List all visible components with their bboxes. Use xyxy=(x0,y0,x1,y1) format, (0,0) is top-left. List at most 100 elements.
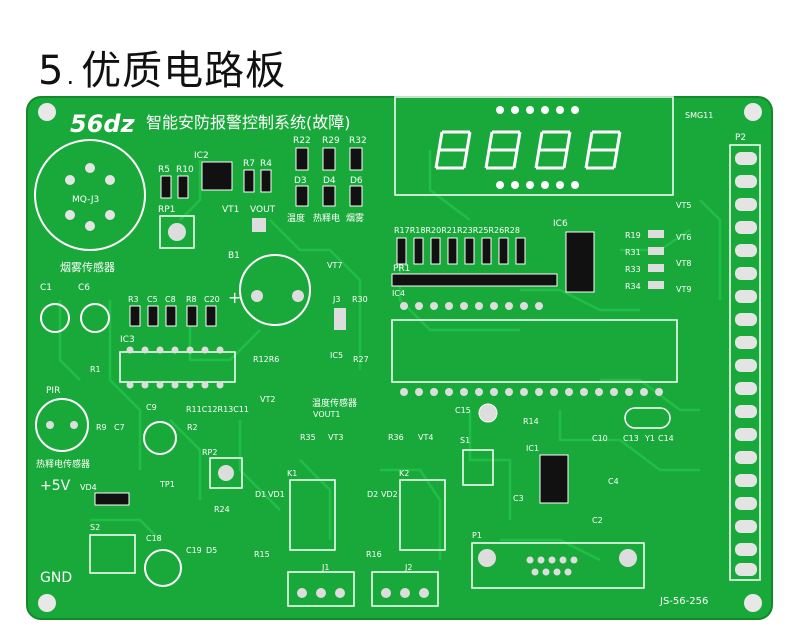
label-r10: R10 xyxy=(176,165,194,175)
display-pads-bottom xyxy=(496,181,579,189)
relay-k1 xyxy=(289,479,336,551)
label-ic6: IC6 xyxy=(553,219,568,229)
page-heading: 5.优质电路板 xyxy=(38,38,286,96)
label-ic4: IC4 xyxy=(392,289,405,298)
label-pir-led: 热释电 xyxy=(313,212,340,224)
label-r31: R31 xyxy=(625,248,641,257)
led-resistor-footprints xyxy=(295,147,363,207)
label-r34: R34 xyxy=(625,282,641,291)
label-vout1: VOUT1 xyxy=(313,410,340,419)
label-r12r6: R12R6 xyxy=(253,355,279,364)
vout-pad xyxy=(252,218,266,232)
seven-segment-digits xyxy=(434,130,622,170)
label-k1: K1 xyxy=(287,469,297,478)
ic4-outline xyxy=(391,319,678,383)
label-y1: Y1 xyxy=(644,434,655,443)
label-rp2: RP2 xyxy=(202,448,217,457)
resistor-footprints xyxy=(160,169,272,199)
label-r8: R8 xyxy=(186,295,197,304)
label-vt5: VT5 xyxy=(676,201,691,210)
ic6-footprint xyxy=(565,231,595,293)
label-k2: K2 xyxy=(399,469,409,478)
label-c6: C6 xyxy=(78,283,90,293)
label-j1: J1 xyxy=(321,563,329,572)
label-c20: C20 xyxy=(204,295,220,304)
terminal-pads xyxy=(297,588,429,598)
label-c15: C15 xyxy=(455,406,471,415)
label-b1: B1 xyxy=(228,251,240,261)
label-r5: R5 xyxy=(158,165,170,175)
p1-outline xyxy=(471,542,645,589)
heading-separator: . xyxy=(66,62,76,90)
buzzer-plus: + xyxy=(228,288,241,307)
label-c10: C10 xyxy=(592,434,608,443)
mount-hole xyxy=(38,103,56,121)
board-model: JS-56-256 xyxy=(659,596,708,607)
label-r32: R32 xyxy=(349,136,367,146)
board-title: 智能安防报警控制系统(故障) xyxy=(146,113,351,132)
smoke-sensor-pads xyxy=(65,163,115,231)
display-outline xyxy=(394,96,674,196)
mount-hole xyxy=(38,594,56,612)
label-vt9: VT9 xyxy=(676,285,691,294)
label-r27: R27 xyxy=(353,355,369,364)
label-c3: C3 xyxy=(513,494,524,503)
label-smoke-led: 烟雾 xyxy=(346,212,364,224)
label-r3: R3 xyxy=(128,295,139,304)
label-temp-led: 温度 xyxy=(287,212,305,224)
label-c5: C5 xyxy=(147,295,158,304)
label-d3: D3 xyxy=(294,176,307,186)
ic1-footprint xyxy=(539,454,569,504)
vd4-diode xyxy=(94,492,130,506)
mid-left-smd xyxy=(129,305,217,327)
j3-header xyxy=(334,308,346,330)
switch-s2 xyxy=(89,534,136,574)
label-r4: R4 xyxy=(260,159,272,169)
label-d4: D4 xyxy=(323,176,336,186)
label-vt1: VT1 xyxy=(222,205,239,215)
label-r16: R16 xyxy=(366,550,382,559)
label-d6: D6 xyxy=(350,176,363,186)
label-r33: R33 xyxy=(625,265,641,274)
label-resistor-bank: R17R18R20R21R23R25R26R28 xyxy=(394,226,520,235)
label-p1: P1 xyxy=(472,531,482,540)
p2-label: P2 xyxy=(735,133,746,143)
label-c14: C14 xyxy=(658,434,674,443)
label-d1: D1 xyxy=(255,490,266,499)
label-r35: R35 xyxy=(300,433,316,442)
label-r14: R14 xyxy=(523,417,539,426)
label-vd4: VD4 xyxy=(80,483,97,492)
label-r9: R9 xyxy=(96,423,107,432)
label-r24: R24 xyxy=(214,505,230,514)
label-vt4: VT4 xyxy=(418,433,433,442)
p2-pads xyxy=(735,152,757,576)
label-vt2: VT2 xyxy=(260,395,275,404)
label-ic1: IC1 xyxy=(526,444,539,453)
label-pr1: PR1 xyxy=(393,264,410,274)
label-r22: R22 xyxy=(293,136,311,146)
label-ic2: IC2 xyxy=(194,151,209,161)
ic3-pins xyxy=(126,346,224,389)
label-d5: D5 xyxy=(206,546,217,555)
label-c4: C4 xyxy=(608,477,619,486)
smoke-sensor-label: 烟雾传感器 xyxy=(60,260,115,274)
pr1-footprint xyxy=(391,273,558,287)
label-c13: C13 xyxy=(623,434,639,443)
temp-sensor-label: 温度传感器 xyxy=(312,397,357,409)
label-s2: S2 xyxy=(90,523,100,532)
label-ic5: IC5 xyxy=(330,351,343,360)
label-r1: R1 xyxy=(90,365,101,374)
label-c9: C9 xyxy=(146,403,157,412)
relay-k2 xyxy=(399,479,446,551)
label-j3: J3 xyxy=(332,295,340,304)
label-r2: R2 xyxy=(187,423,198,432)
label-5v: +5V xyxy=(40,478,71,494)
ic4-pins xyxy=(400,302,663,396)
label-r15: R15 xyxy=(254,550,270,559)
label-c19: C19 xyxy=(186,546,202,555)
label-vout: VOUT xyxy=(250,205,276,215)
label-c1: C1 xyxy=(40,283,52,293)
p1-pins xyxy=(526,556,578,576)
label-pir: PIR xyxy=(46,386,60,396)
